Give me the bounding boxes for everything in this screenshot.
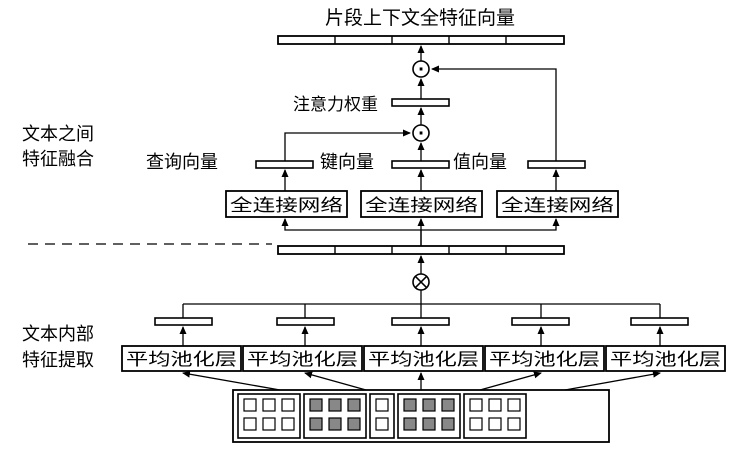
combined-feature-vector xyxy=(277,245,565,255)
pool-output-bar-1 xyxy=(154,317,213,326)
fc-network-box-value: 全连接网络 xyxy=(496,190,619,218)
query-vector-label: 查询向量 xyxy=(146,152,218,173)
pool-output-bar-3 xyxy=(391,317,450,326)
avg-pool-box-2: 平均池化层 xyxy=(242,345,363,372)
query-vector-bar xyxy=(255,160,314,169)
avg-pool-label-3: 平均池化层 xyxy=(368,350,479,370)
arrow-combined-to-fc-query xyxy=(281,218,422,246)
token-cell xyxy=(403,398,417,412)
token-cell xyxy=(488,417,502,431)
token-cell xyxy=(403,417,417,431)
section-label-intra-line1: 文本内部 xyxy=(22,324,94,345)
section-label-inter-line1: 文本之间 xyxy=(22,124,94,145)
value-vector-label: 值向量 xyxy=(453,152,507,173)
token-cell xyxy=(507,398,521,412)
pool-output-bar-4 xyxy=(511,317,570,326)
token-cell xyxy=(347,398,361,412)
upper-dot-symbol: · xyxy=(418,60,424,79)
output-feature-vector xyxy=(277,35,565,45)
token-cell xyxy=(243,398,257,412)
token-cell xyxy=(441,417,455,431)
token-cell xyxy=(328,398,342,412)
attention-weight-label: 注意力权重 xyxy=(293,95,378,115)
pool-output-bar-2 xyxy=(276,317,335,326)
token-cell xyxy=(309,417,323,431)
token-cell xyxy=(328,417,342,431)
pool-output-bar-5 xyxy=(630,317,689,326)
avg-pool-box-5: 平均池化层 xyxy=(605,345,726,372)
fc-network-label-query: 全连接网络 xyxy=(230,196,343,216)
avg-pool-label-2: 平均池化层 xyxy=(247,350,358,370)
diagram-title: 片段上下文全特征向量 xyxy=(325,7,515,29)
token-cell xyxy=(309,398,323,412)
arrow-query-to-lower-dot xyxy=(284,129,411,161)
arrow-combined-to-fc-value xyxy=(421,218,560,231)
upper-dot-operator: · xyxy=(412,60,430,79)
section-label-inter-line2: 特征融合 xyxy=(22,149,94,170)
lower-dot-operator: · xyxy=(412,124,430,143)
token-cell xyxy=(281,398,295,412)
input-token-grid xyxy=(237,393,527,439)
fc-network-label-value: 全连接网络 xyxy=(501,196,614,216)
section-label-intra-line2: 特征提取 xyxy=(22,350,94,371)
token-cell xyxy=(375,417,389,431)
value-vector-bar xyxy=(527,160,586,169)
key-vector-bar xyxy=(391,160,450,169)
avg-pool-label-5: 平均池化层 xyxy=(610,350,721,370)
lower-dot-symbol: · xyxy=(418,124,424,143)
fc-network-box-key: 全连接网络 xyxy=(360,190,483,218)
token-cell xyxy=(488,398,502,412)
arrow-input-to-pool5 xyxy=(564,370,661,391)
token-cell xyxy=(422,398,436,412)
token-cell xyxy=(262,398,276,412)
token-cell xyxy=(469,398,483,412)
token-cell xyxy=(422,417,436,431)
avg-pool-label-4: 平均池化层 xyxy=(489,350,600,370)
arrow-input-to-pool4 xyxy=(479,371,542,391)
token-cell xyxy=(375,398,389,412)
token-cell xyxy=(441,398,455,412)
token-cell xyxy=(281,417,295,431)
attention-weight-bar xyxy=(391,98,450,107)
avg-pool-box-3: 平均池化层 xyxy=(363,345,484,372)
avg-pool-box-4: 平均池化层 xyxy=(484,345,605,372)
fc-network-label-key: 全连接网络 xyxy=(365,196,478,216)
token-cell xyxy=(507,417,521,431)
tensor-product-operator xyxy=(412,273,430,291)
arrow-input-to-pool2 xyxy=(304,371,367,391)
avg-pool-box-1: 平均池化层 xyxy=(121,345,242,372)
token-cell xyxy=(243,417,257,431)
arrow-input-to-pool1 xyxy=(182,370,281,391)
token-cell xyxy=(262,417,276,431)
fc-network-box-query: 全连接网络 xyxy=(225,190,348,218)
key-vector-label: 键向量 xyxy=(320,152,374,173)
avg-pool-label-1: 平均池化层 xyxy=(126,350,237,370)
arrow-value-to-upper-dot xyxy=(431,65,557,161)
token-cell xyxy=(469,417,483,431)
token-cell xyxy=(347,417,361,431)
